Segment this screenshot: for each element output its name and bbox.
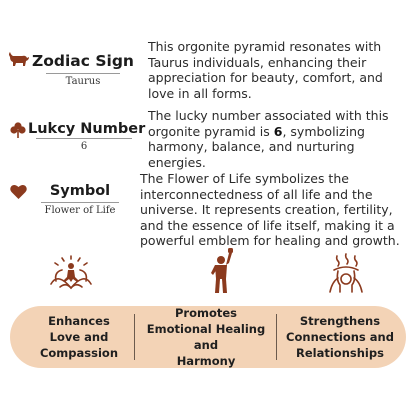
symbol-value: Flower of Life: [44, 205, 116, 216]
benefit-1-line-3: Compassion: [39, 346, 119, 360]
zodiac-label: Zodiac Sign Taurus: [30, 52, 136, 87]
clover-icon: [10, 122, 26, 138]
benefit-2-line-3: Harmony: [176, 354, 236, 368]
benefit-connections: Strengthens Connections and Relationship…: [278, 306, 402, 368]
banner-divider-1: [134, 314, 135, 360]
lucky-desc-after: , symbolizing harmony, balance, and nurt…: [148, 123, 365, 170]
benefit-love-compassion: Enhances Love and Compassion: [20, 306, 138, 368]
lucky-number-description: The lucky number associated with this or…: [148, 108, 410, 170]
symbol-title: Symbol: [49, 183, 111, 199]
symbol-label: Symbol Flower of Life: [36, 183, 124, 216]
banner-divider-2: [276, 314, 277, 360]
lotus-meditation-icon: [50, 255, 92, 290]
lucky-number-label: Lukcy Number 6: [28, 121, 146, 152]
bull-icon: [9, 52, 29, 66]
head-energy-icon: [329, 253, 363, 293]
benefit-3-line-2: Connections and: [286, 330, 394, 344]
symbol-divider: [41, 202, 119, 203]
lucky-number-value: 6: [80, 141, 88, 152]
heart-icon: [10, 184, 27, 199]
lucky-desc-before: The lucky number associated with this or…: [148, 108, 389, 139]
benefit-1-line-1: Enhances: [48, 314, 110, 328]
lucky-number-divider: [36, 138, 132, 139]
lucky-desc-number: 6: [273, 123, 283, 139]
zodiac-value: Taurus: [65, 76, 101, 87]
zodiac-description: This orgonite pyramid resonates with Tau…: [148, 39, 383, 101]
benefit-1-line-2: Love and: [49, 330, 109, 344]
symbol-description: The Flower of Life symbolizes the interc…: [140, 171, 400, 248]
benefits-banner: Enhances Love and Compassion Promotes Em…: [10, 306, 406, 368]
benefit-2-line-2: Emotional Healing and: [146, 322, 266, 352]
benefit-3-line-1: Strengthens: [299, 314, 381, 328]
benefit-emotional-healing: Promotes Emotional Healing and Harmony: [136, 306, 276, 368]
zodiac-title: Zodiac Sign: [32, 52, 134, 70]
raised-fist-person-icon: [211, 248, 233, 293]
lucky-number-title: Lukcy Number: [28, 121, 146, 137]
benefit-3-line-3: Relationships: [296, 346, 384, 360]
benefit-2-line-1: Promotes: [174, 306, 238, 320]
zodiac-divider: [46, 73, 120, 74]
